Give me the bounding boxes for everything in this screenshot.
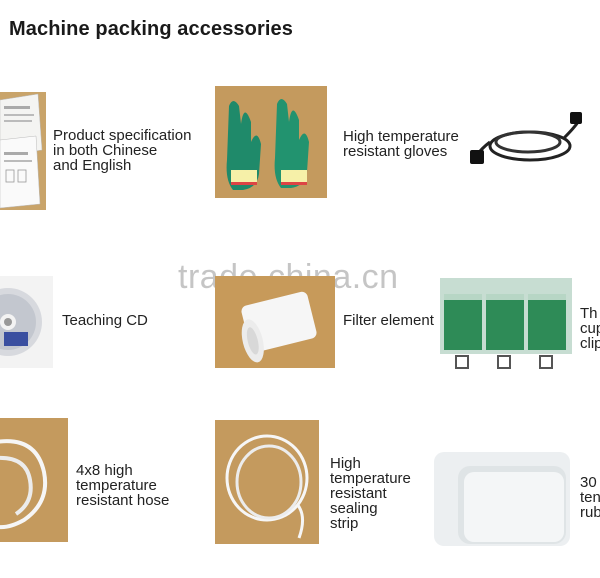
gloves-icon [215,86,327,198]
item-caption-product-specification: Product specification in both Chinese an… [53,127,192,174]
item-caption-sealing-strip: High temperature resistant sealing strip [330,455,411,532]
filter-element-icon [215,276,335,368]
item-caption-filter-element: Filter element [343,312,434,329]
page-title: Machine packing accessories [9,18,293,40]
cup-clip-icon [440,276,572,372]
item-caption-teaching-cd: Teaching CD [62,312,148,329]
rubber-sheet-icon [434,452,570,546]
power-cord-icon [470,112,582,172]
cd-icon [0,276,53,368]
item-caption-gloves: High temperature resistant gloves [343,128,459,160]
manual-booklet-icon [0,92,46,210]
item-caption-hose: 4x8 high temperature resistant hose [76,462,170,509]
item-caption-cup-clip: Th cup clip [580,305,600,352]
hose-icon [0,418,68,542]
item-caption-rubber-sheet: 30 ten rub [580,474,600,521]
sealing-strip-icon [215,420,319,544]
